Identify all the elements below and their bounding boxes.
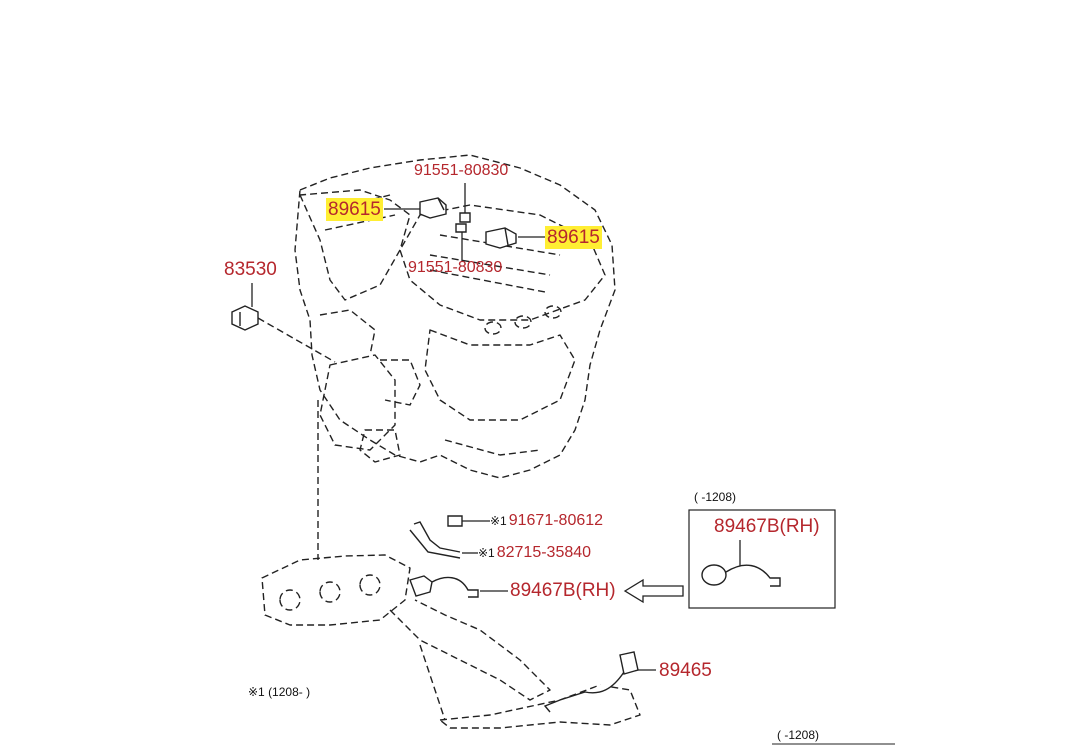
part-82715-label: 82715-35840 [496, 544, 592, 561]
part-89467b-inset[interactable]: 89467B(RH) [714, 516, 820, 537]
inset-range-note: ( -1208) [694, 490, 737, 504]
part-89615-left-label: 89615 [326, 198, 383, 221]
bottom-range-note: ( -1208) [777, 728, 820, 742]
part-83530[interactable]: 83530 [224, 259, 277, 280]
part-91551-top[interactable]: 91551-80830 [414, 162, 509, 179]
part-91551-bottom[interactable]: 91551-80830 [408, 259, 503, 276]
footnote-mark: ※1 [490, 514, 507, 528]
part-89465[interactable]: 89465 [659, 660, 712, 681]
inset-box [688, 509, 836, 609]
part-89615-right[interactable]: 89615 [545, 226, 602, 249]
part-91671-label: 91671-80612 [508, 512, 604, 529]
part-89467b-main[interactable]: 89467B(RH) [510, 580, 616, 601]
part-89615-left[interactable]: 89615 [326, 198, 383, 221]
footnote-mark: ※1 [478, 546, 495, 560]
part-89615-right-label: 89615 [545, 226, 602, 249]
arrow-left-icon [623, 578, 684, 604]
footnote-text: ※1 (1208- ) [248, 685, 311, 699]
